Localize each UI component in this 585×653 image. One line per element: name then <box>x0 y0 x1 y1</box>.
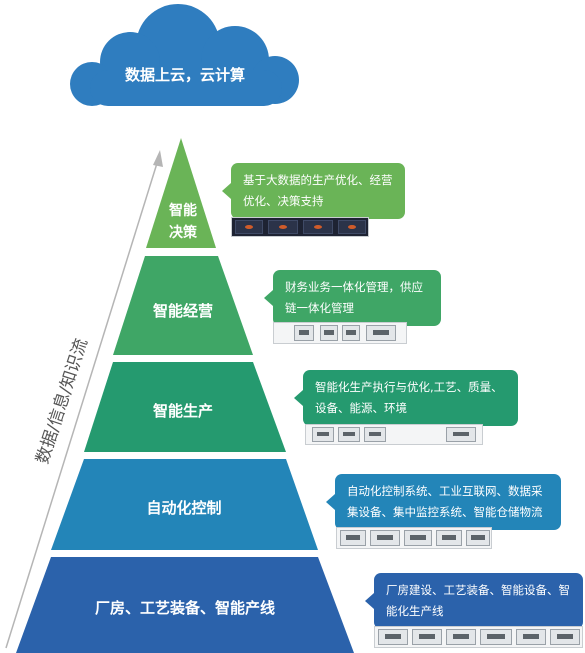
cloud-text: 数据上云，云计算 <box>124 66 245 84</box>
control-thumbnail <box>336 527 492 549</box>
callout-decision: 基于大数据的生产优化、经营优化、决策支持 <box>222 163 405 219</box>
operation-thumbnail <box>273 322 407 344</box>
pyramid-layer-operation <box>113 256 253 355</box>
decision-thumbnail <box>231 217 369 237</box>
layer-label-operation: 智能经营 <box>152 302 214 320</box>
callout-factory: 厂房建设、工艺装备、智能设备、智能化生产线 <box>365 573 583 629</box>
pyramid-layer-production <box>84 362 286 452</box>
factory-thumbnail <box>374 626 583 648</box>
layer-label-factory: 厂房、工艺装备、智能产线 <box>94 599 276 617</box>
layer-label-decision: 智能 决策 <box>169 203 197 241</box>
production-thumbnail <box>305 424 483 445</box>
pyramid-layer-factory <box>16 557 354 653</box>
pyramid-layer-decision <box>146 138 216 248</box>
layer-label-production: 智能生产 <box>152 402 214 420</box>
callout-production: 智能化生产执行与优化,工艺、质量、设备、能源、环境 <box>294 370 518 426</box>
cloud: 数据上云，云计算 <box>60 0 310 110</box>
layer-label-control: 自动化控制 <box>146 499 222 517</box>
pyramid-layer-control <box>51 459 318 550</box>
callout-operation: 财务业务一体化管理，供应链一体化管理 <box>264 270 441 326</box>
callout-control: 自动化控制系统、工业互联网、数据采集设备、集中监控系统、智能仓储物流 <box>326 474 561 530</box>
cloud-shape <box>70 4 299 106</box>
